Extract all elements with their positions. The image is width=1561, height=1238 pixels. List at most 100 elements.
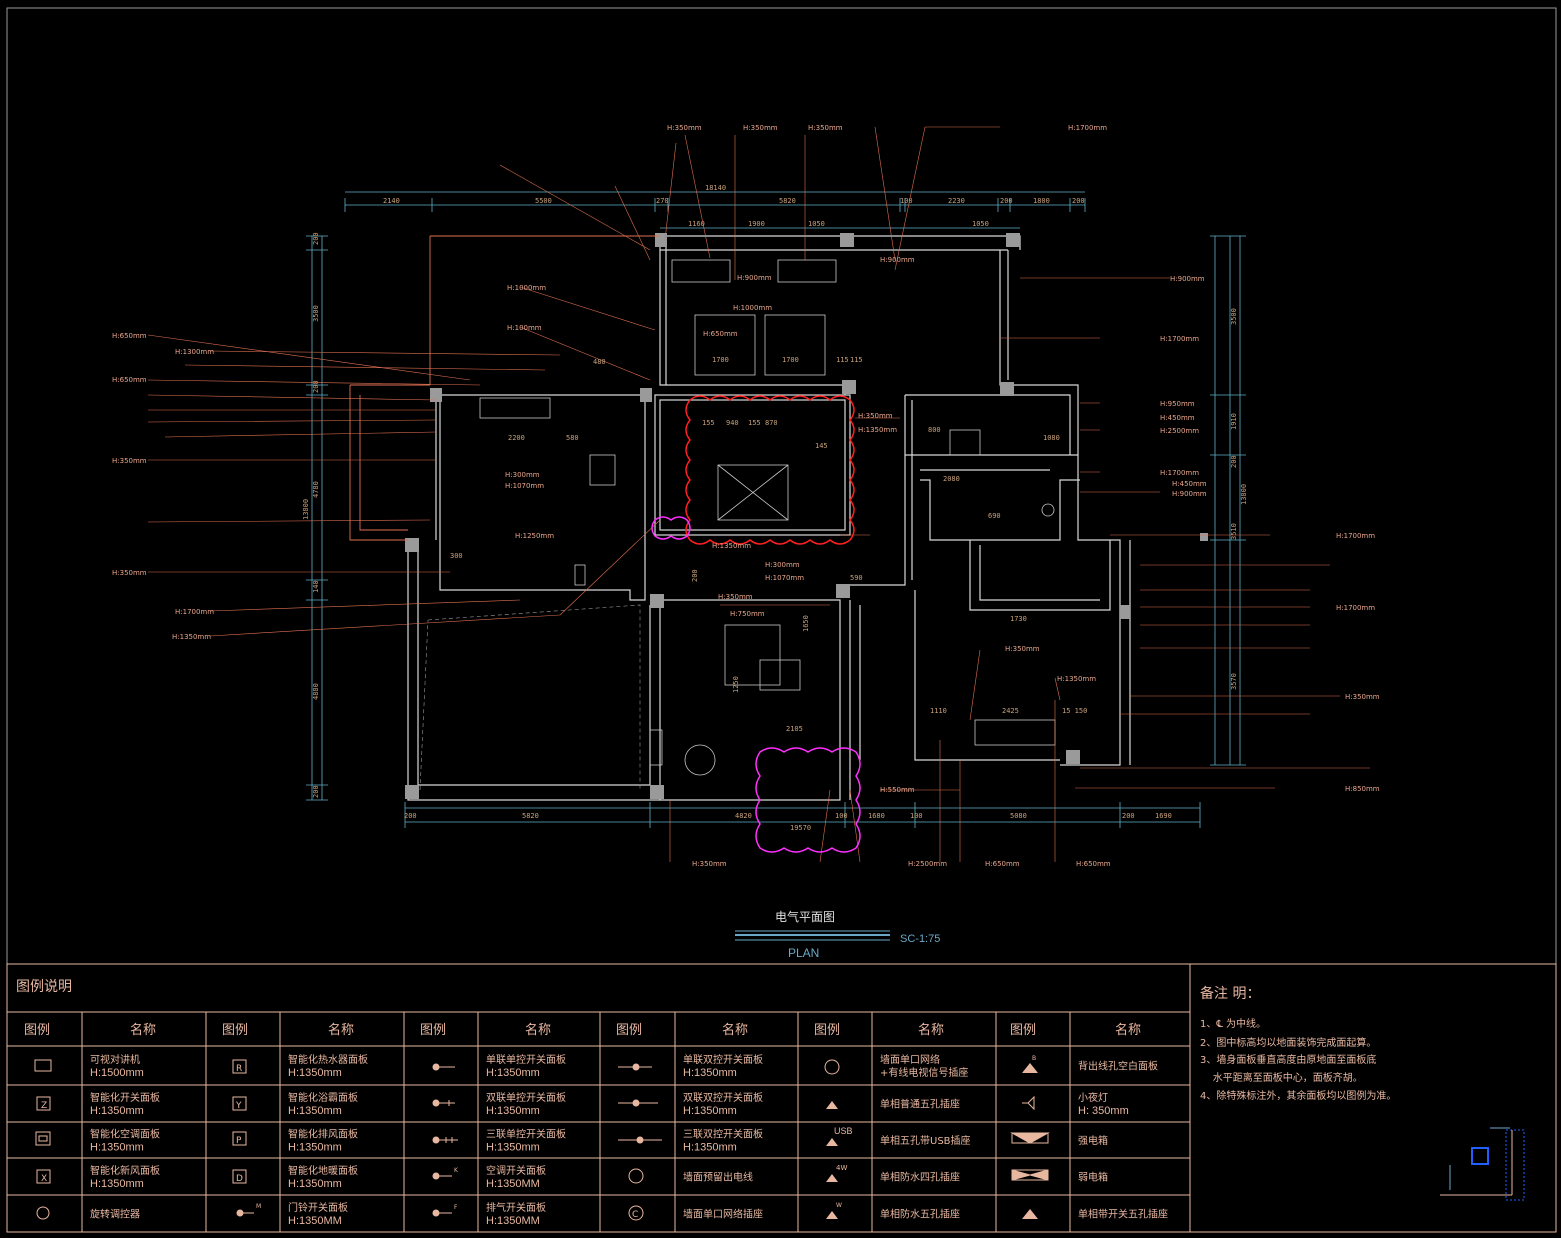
triple-double-switch-icon bbox=[618, 1136, 662, 1144]
strong-box-icon bbox=[1010, 1132, 1050, 1144]
header-icon-2: 图例 bbox=[420, 1023, 446, 1038]
wall-outlet-icon bbox=[628, 1168, 644, 1184]
h-bottom-3: H:650mm bbox=[1076, 860, 1111, 868]
h-right-0: H:900mm bbox=[1170, 275, 1205, 283]
plan-title: 电气平面图 PLAN SC-1:75 bbox=[735, 909, 940, 960]
height-annotations-top: H:350mm H:350mm H:350mm H:1700mm H:900mm… bbox=[507, 124, 1107, 338]
legend-height-0-0: H:1500mm bbox=[90, 1067, 144, 1079]
note-4: 4、除特殊标注外，其余面板均以图例为准。 bbox=[1200, 1089, 1396, 1102]
dashed-lines bbox=[419, 604, 641, 791]
left-dim-7: 200 bbox=[312, 785, 320, 798]
top-inner-3: 1050 bbox=[972, 220, 989, 228]
room-dim-8: 145 bbox=[815, 442, 828, 450]
legend-name-1-0: 智能化开关面板 bbox=[90, 1091, 160, 1104]
room-dim-17: 1650 bbox=[802, 615, 810, 632]
legend-height-2-3: H:1350mm bbox=[683, 1142, 737, 1154]
legend-height-2-1: H:1350mm bbox=[288, 1142, 342, 1154]
revision-cloud-magenta bbox=[651, 516, 861, 853]
legend-height-2-2: H:1350mm bbox=[486, 1142, 540, 1154]
height-annotations-bottom: H:350mm H:2500mm H:650mm H:650mm bbox=[692, 860, 1111, 868]
letter-p-icon bbox=[232, 1131, 247, 1146]
waterproof-5-socket-icon bbox=[826, 1211, 838, 1219]
legend-name-0-4: +有线电视信号插座 bbox=[880, 1066, 968, 1079]
legend-name-2-0: 智能化空调面板 bbox=[90, 1128, 160, 1141]
furniture bbox=[479, 259, 1056, 776]
h-center-11: H:1350mm bbox=[1057, 675, 1096, 683]
b-glyph: B bbox=[1032, 1055, 1036, 1062]
h-center-0: H:350mm bbox=[858, 412, 893, 420]
m-glyph: M bbox=[256, 1203, 261, 1210]
double-double-switch-icon bbox=[618, 1099, 658, 1107]
h-top-8: H:1000mm bbox=[733, 304, 772, 312]
h-right-1: H:1700mm bbox=[1160, 335, 1199, 343]
room-dim-19: 580 bbox=[566, 434, 579, 442]
bottom-dim-1: 5820 bbox=[522, 812, 539, 820]
room-dim-13: 2425 bbox=[1002, 707, 1019, 715]
height-annotations-center: H:350mm H:1350mm H:300mm H:1070mm H:1250… bbox=[505, 412, 1096, 794]
h-left-0: H:650mm bbox=[112, 332, 147, 340]
legend-height-1-1: H:1350mm bbox=[288, 1105, 342, 1117]
w-glyph: W bbox=[836, 1202, 842, 1209]
h-center-6: H:300mm bbox=[765, 561, 800, 569]
network-socket-icon bbox=[628, 1205, 644, 1221]
legend-name-0-3: 单联双控开关面板 bbox=[683, 1053, 763, 1066]
header-icon-3: 图例 bbox=[616, 1023, 642, 1038]
h-right-4: H:2500mm bbox=[1160, 427, 1199, 435]
left-dim-0: 200 bbox=[312, 232, 320, 245]
legend-height-0-2: H:1350mm bbox=[486, 1067, 540, 1079]
legend-name-4-5: 单相带开关五孔插座 bbox=[1078, 1208, 1168, 1221]
h-center-7: H:1070mm bbox=[765, 574, 804, 582]
note-3: 水平距离至面板中心，面板齐胡。 bbox=[1200, 1071, 1363, 1084]
header-name-2: 名称 bbox=[525, 1022, 551, 1038]
h-center-2: H:300mm bbox=[505, 471, 540, 479]
legend-height-2-0: H:1350mm bbox=[90, 1142, 144, 1154]
top-total: 18140 bbox=[705, 184, 726, 192]
h-center-4: H:1250mm bbox=[515, 532, 554, 540]
weak-box-icon bbox=[1011, 1169, 1049, 1181]
h-right-5: H:1700mm bbox=[1160, 469, 1199, 477]
room-dim-6: 155 bbox=[748, 419, 761, 427]
room-dimensions: 1700 1700 115 115 155 940 155 870 145 22… bbox=[450, 356, 1087, 733]
legend-height-3-2: H:1350MM bbox=[486, 1178, 540, 1190]
bottom-dim-7: 200 bbox=[1122, 812, 1135, 820]
legend-height-3-1: H:1350mm bbox=[288, 1178, 342, 1190]
legend-name-3-2: 空调开关面板 bbox=[486, 1164, 546, 1177]
h-top-7: H:100mm bbox=[507, 324, 542, 332]
revision-cloud-red bbox=[685, 395, 855, 545]
legend-height-1-5: H: 350mm bbox=[1078, 1105, 1129, 1117]
legend-height-4-2: H:1350MM bbox=[486, 1215, 540, 1227]
right-dim-4: 3510 bbox=[1230, 523, 1238, 540]
header-name-0: 名称 bbox=[130, 1022, 156, 1038]
ac-panel-icon bbox=[35, 1131, 51, 1146]
legend-height-1-0: H:1350mm bbox=[90, 1105, 144, 1117]
h-right-8: H:1700mm bbox=[1336, 532, 1375, 540]
h-center-3: H:1070mm bbox=[505, 482, 544, 490]
bottom-dimensions: 200 5820 4820 100 1680 100 5080 200 1690… bbox=[404, 812, 1172, 832]
legend-height-4-1: H:1350MM bbox=[288, 1215, 342, 1227]
h-center-8: H:350mm bbox=[718, 593, 753, 601]
h-right-7: H:900mm bbox=[1172, 490, 1207, 498]
left-dimensions: 200 3500 200 4780 13800 140 4880 200 bbox=[302, 232, 320, 798]
h-left-2: H:650mm bbox=[112, 376, 147, 384]
letter-z-icon bbox=[36, 1096, 51, 1111]
letter-y-icon bbox=[232, 1096, 247, 1111]
h-top-0: H:350mm bbox=[667, 124, 702, 132]
legend-name-1-2: 双联单控开关面板 bbox=[486, 1091, 566, 1104]
bottom-dim-5: 100 bbox=[910, 812, 923, 820]
top-inner-2: 1050 bbox=[808, 220, 825, 228]
bottom-dim-3: 100 bbox=[835, 812, 848, 820]
switch-socket-icon bbox=[1022, 1209, 1038, 1219]
h-right-10: H:350mm bbox=[1345, 693, 1380, 701]
bottom-dim-8: 1690 bbox=[1155, 812, 1172, 820]
room-dim-23: 300 bbox=[450, 552, 463, 560]
legend-height-3-0: H:1350mm bbox=[90, 1178, 144, 1190]
note-1: 2、图中标高均以地面装饰完成面起算。 bbox=[1200, 1036, 1376, 1049]
top-dim-2: 270 bbox=[656, 197, 669, 205]
leader-lines bbox=[147, 126, 1370, 863]
header-icon-1: 图例 bbox=[222, 1023, 248, 1038]
room-dim-3: 115 bbox=[850, 356, 863, 364]
h-right-9: H:1700mm bbox=[1336, 604, 1375, 612]
single-switch-icon bbox=[432, 1063, 455, 1071]
room-dim-12: 1730 bbox=[1010, 615, 1027, 623]
